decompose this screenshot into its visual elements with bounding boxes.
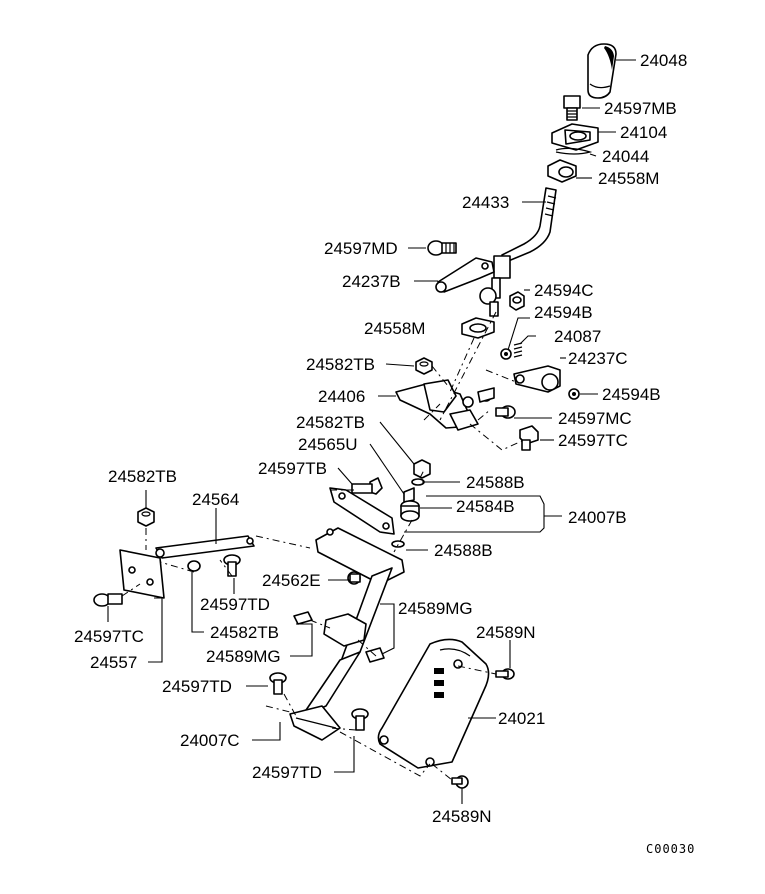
label-24588B-a: 24588B: [466, 473, 525, 492]
label-24597TC-a: 24597TC: [558, 431, 628, 450]
lever-24237C-part: [513, 365, 561, 393]
label-24597TD-a: 24597TD: [200, 595, 270, 614]
link-rod-24564-part: [155, 535, 255, 559]
washer-24588B-b-part: [391, 540, 405, 548]
label-24582TB-c: 24582TB: [108, 467, 177, 486]
bracket-24557-part: [119, 549, 165, 599]
screw-24589N-a-part: [495, 668, 515, 680]
label-24589N-b: 24589N: [432, 807, 492, 826]
center-lines: [121, 311, 525, 781]
label-24589N-a: 24589N: [476, 623, 536, 642]
bushing-24584B-part: [400, 500, 420, 522]
label-24021: 24021: [498, 709, 545, 728]
part-labels: 24048 24597MB 24104 24044 24558M 24433 2…: [74, 51, 695, 856]
label-24044: 24044: [602, 147, 649, 166]
bolt-24597MC-part: [495, 405, 516, 419]
washer-24594B-b-part: [568, 388, 580, 400]
nut-24582TB-d-part: [187, 560, 201, 572]
label-24048: 24048: [640, 51, 687, 70]
label-24597TC-b: 24597TC: [74, 627, 144, 646]
label-24589MG-b: 24589MG: [206, 647, 281, 666]
label-24557: 24557: [90, 653, 137, 672]
bolt-24597MD-part: [427, 240, 457, 256]
label-24007B: 24007B: [568, 508, 627, 527]
bracket-plate-part: [329, 487, 395, 535]
label-24588B-b: 24588B: [434, 541, 493, 560]
label-24582TB-a: 24582TB: [306, 355, 375, 374]
bolt-24597TD-a-part: [223, 554, 241, 577]
stop-24562E-part: [349, 573, 361, 583]
nut-24582TB-b-part: [413, 459, 431, 479]
pedal-frame-part: [289, 527, 405, 741]
bushing-24558M-mid-part: [461, 317, 495, 339]
label-24594C: 24594C: [534, 281, 594, 300]
label-24007C: 24007C: [180, 731, 240, 750]
label-24582TB-d: 24582TB: [210, 623, 279, 642]
label-24237C: 24237C: [568, 349, 628, 368]
nut-24594C-part: [509, 291, 525, 311]
label-24594B-b: 24594B: [602, 385, 661, 404]
nut-24582TB-a-part: [415, 357, 433, 375]
label-24589MG-a: 24589MG: [398, 599, 473, 618]
label-24564: 24564: [192, 490, 239, 509]
shift-lever-rod-part: [479, 187, 557, 317]
label-24406: 24406: [318, 387, 365, 406]
label-24597MB: 24597MB: [604, 99, 677, 118]
label-24597TB: 24597TB: [258, 459, 327, 478]
label-24584B: 24584B: [456, 497, 515, 516]
leader-lines: [107, 59, 636, 804]
label-24597TD-b: 24597TD: [162, 677, 232, 696]
label-24597TD-c: 24597TD: [252, 763, 322, 782]
label-24565U: 24565U: [298, 435, 358, 454]
cover-24021-part: [377, 638, 490, 769]
label-24562E: 24562E: [262, 571, 321, 590]
lever-arm-24237B-part: [435, 257, 495, 293]
bolt-24597TD-c-part: [351, 708, 369, 731]
bushing-24565U-part: [403, 487, 415, 503]
label-24597MD: 24597MD: [324, 239, 398, 258]
bolt-24597TC-b-part: [93, 593, 123, 607]
spring-24087-part: [513, 342, 523, 358]
label-24087: 24087: [554, 327, 601, 346]
label-24558M-mid: 24558M: [364, 319, 425, 338]
bolt-24597MB-part: [563, 95, 581, 121]
bracket-24104-part: [551, 123, 599, 151]
diagram-code: C00030: [646, 842, 695, 856]
shift-knob-part: [587, 43, 617, 99]
shift-base-24406-part: [395, 379, 495, 431]
bushing-24558M-top-part: [547, 159, 577, 183]
label-24558M-top: 24558M: [598, 169, 659, 188]
bolt-24597TC-a-part: [519, 425, 539, 451]
label-24597MC: 24597MC: [558, 409, 632, 428]
nut-24582TB-c-part: [137, 507, 155, 527]
bolt-24597TB-part: [351, 477, 383, 495]
label-24582TB-b: 24582TB: [296, 413, 365, 432]
bolt-24597TD-b-part: [269, 672, 287, 695]
label-24594B-a: 24594B: [534, 303, 593, 322]
label-24237B: 24237B: [342, 272, 401, 291]
washer-24594B-a-part: [500, 348, 512, 360]
label-24433: 24433: [462, 193, 509, 212]
screw-24589N-b-part: [451, 775, 469, 789]
label-24104: 24104: [620, 123, 667, 142]
spring-24044-part: [555, 147, 593, 155]
